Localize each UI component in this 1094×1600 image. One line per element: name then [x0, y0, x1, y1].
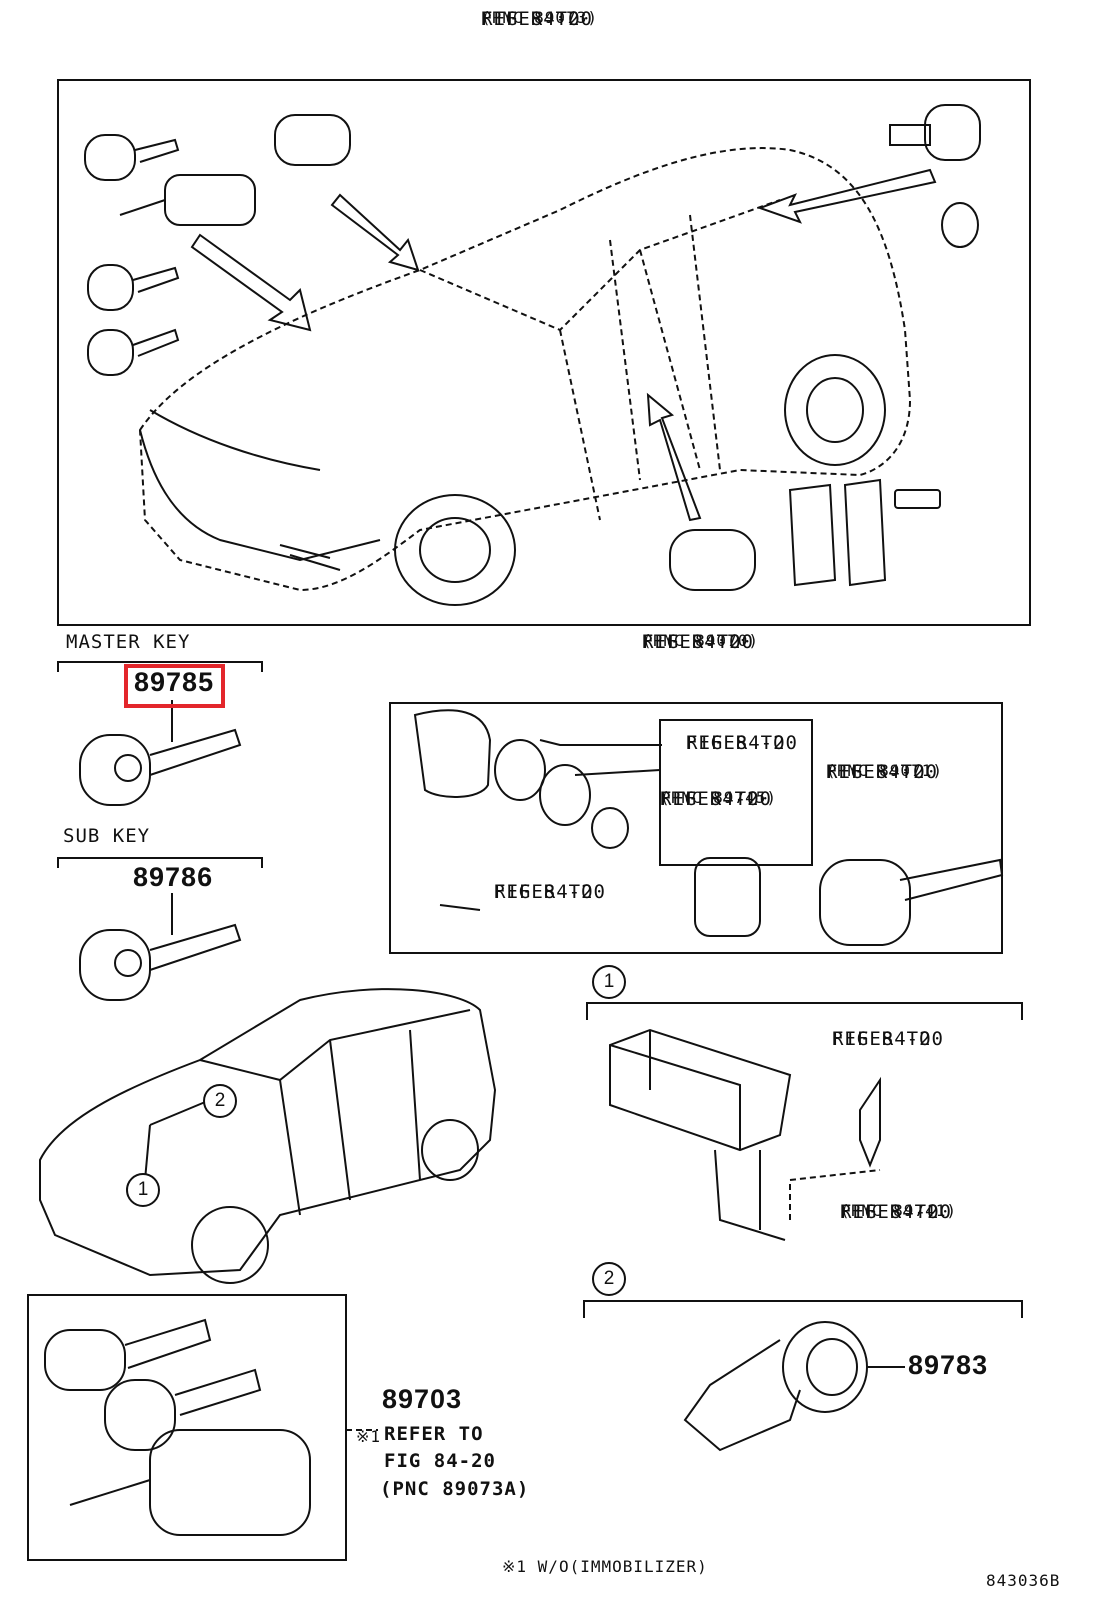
sub-key-drawing: [79, 923, 242, 1001]
top-keys: [84, 104, 981, 591]
ref-f-line2: FIG 84-20: [840, 1201, 952, 1223]
ecu-drawing: [609, 1028, 881, 1241]
ref-b-line3: (PNC 89071): [826, 761, 943, 780]
top-arrows: [190, 168, 937, 522]
top-car-outline: [139, 354, 886, 606]
part-89703[interactable]: 89703: [382, 1384, 463, 1414]
sub-key-title: SUB KEY: [63, 825, 151, 847]
transmitter-parts: [413, 709, 1004, 946]
ref-d-line1: REFER TO: [494, 881, 594, 903]
ref-b-line2: FIG 84-20: [826, 761, 938, 783]
ref-g-line2: FIG 84-20: [384, 1450, 496, 1472]
transmitter-frame: [389, 702, 1003, 954]
master-key-drawing: [79, 728, 242, 806]
ref-g-line3: (PNC 89073A): [380, 1478, 530, 1500]
car-callout-1: 1: [126, 1173, 160, 1207]
ref-f-line1: REFER TO: [840, 1201, 940, 1223]
top-frame: [57, 79, 1031, 626]
section-1-callout: 1: [592, 965, 626, 999]
steering-lock-drawing: [683, 1321, 905, 1452]
section-2-bracket: [583, 1300, 1023, 1318]
ref-e-line1: REFER TO: [832, 1028, 932, 1050]
bottom-car-illustration: [39, 988, 497, 1284]
ref-mid-line3: (PNC 89070): [642, 631, 759, 650]
master-key-title: MASTER KEY: [66, 631, 191, 653]
key-brackets: [57, 661, 263, 935]
ref-f-line3: (PNC 89741): [840, 1201, 957, 1220]
ref-e-line2: FIG 84-20: [832, 1028, 944, 1050]
key-set-frame: [27, 1294, 347, 1561]
ref-a-line2: FIG 84-20: [686, 732, 798, 754]
ref-c-line3: (PNC 89745): [660, 788, 777, 807]
master-key-part-number[interactable]: 89785: [134, 667, 215, 697]
master-key-highlight[interactable]: [124, 664, 225, 708]
key-set-drawing: [44, 1318, 311, 1536]
top-car-illustration: [138, 147, 912, 592]
part-89783[interactable]: 89783: [908, 1350, 989, 1380]
ref-c-line1: REFER TO: [660, 788, 760, 810]
ref-top-line2: FIG 84-20: [481, 8, 593, 30]
ref-top-line1: REFER TO: [481, 8, 581, 30]
ref-c-line2: FIG 84-20: [660, 788, 772, 810]
figure-id: 843036B: [986, 1571, 1061, 1590]
ref-g-line1: REFER TO: [384, 1423, 484, 1445]
ref-mid-line1: REFER TO: [642, 631, 742, 653]
ref-mid-line2: FIG 84-20: [642, 631, 754, 653]
ref-d-line2: FIG 84-20: [494, 881, 606, 903]
section-2-callout: 2: [592, 1262, 626, 1296]
sub-key-part-number[interactable]: 89786: [133, 862, 214, 892]
footnote: ※1 W/O(IMMOBILIZER): [502, 1557, 708, 1576]
car-callout-2: 2: [203, 1084, 237, 1118]
ref-a-line1: REFER TO: [686, 732, 786, 754]
ref-b-line1: REFER TO: [826, 761, 926, 783]
ref-top-line3: (PNC 89073): [481, 8, 598, 27]
ref-g-mark: ※1: [356, 1427, 382, 1446]
section-1-bracket: [586, 1002, 1023, 1020]
